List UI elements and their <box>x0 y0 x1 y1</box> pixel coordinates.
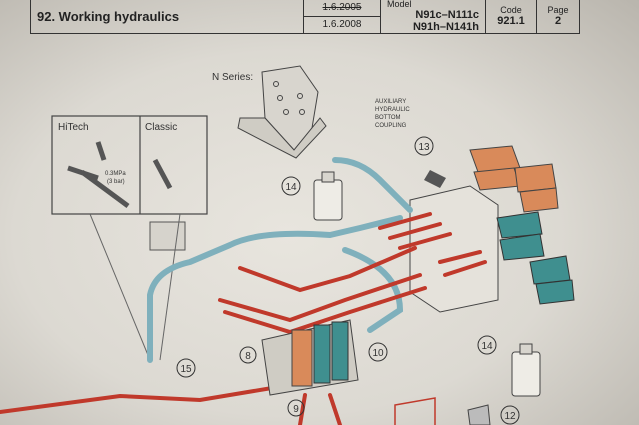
orange-coupler <box>519 187 559 213</box>
bracket-illustration <box>237 65 327 159</box>
callout-12: 12 <box>500 405 520 425</box>
hitech-label: HiTech <box>58 122 89 133</box>
section-title: 92. Working hydraulics <box>30 0 304 34</box>
series-label: N Series: <box>212 72 253 83</box>
coupler-block <box>409 145 575 313</box>
svg-text:14: 14 <box>481 341 493 352</box>
teal-coupler <box>535 279 575 305</box>
classic-label: Classic <box>145 122 177 133</box>
svg-text:13: 13 <box>418 142 430 153</box>
pressure-bar: (3 bar) <box>107 179 125 185</box>
teal-coupler <box>499 233 545 261</box>
callout-13: 13 <box>414 136 434 156</box>
page-label: Page <box>547 5 569 15</box>
aux-note-1: AUXILIARY <box>375 99 406 105</box>
fitting <box>467 404 491 425</box>
callout-8: 8 <box>239 346 257 364</box>
callout-15: 15 <box>176 358 196 378</box>
date-new: 1.6.2008 <box>303 15 381 34</box>
hoses <box>0 157 487 425</box>
svg-text:10: 10 <box>372 348 384 359</box>
svg-text:12: 12 <box>504 411 516 422</box>
svg-text:8: 8 <box>245 351 251 362</box>
frame-outline <box>394 397 436 425</box>
teal-coupler <box>496 211 543 239</box>
model-label: Model <box>387 0 412 9</box>
model-cell: Model N91c–N111c N91h–N141h <box>380 0 486 34</box>
valve-block <box>261 319 359 396</box>
model-line2: N91h–N141h <box>412 21 479 33</box>
bottle <box>313 171 343 221</box>
aux-note-2: HYDRAULIC <box>375 107 410 113</box>
aux-note-3: BOTTOM <box>375 115 401 121</box>
svg-text:14: 14 <box>285 182 297 193</box>
code-label: Code <box>500 5 522 15</box>
inset-box: HiTech Classic 0.3MPa (3 bar) <box>51 115 208 361</box>
sensor <box>424 170 446 188</box>
svg-text:9: 9 <box>293 404 299 415</box>
pressure-label: 0.3MPa <box>105 171 126 177</box>
page-cell: Page 2 <box>536 0 580 34</box>
callout-9: 9 <box>287 399 305 417</box>
code-value: 921.1 <box>497 15 525 27</box>
teal-coupler <box>529 255 571 285</box>
callout-10: 10 <box>368 342 388 362</box>
callout-14-b: 14 <box>477 335 497 355</box>
orange-coupler <box>514 163 557 193</box>
page-value: 2 <box>554 15 562 27</box>
header-table: 92. Working hydraulics 1.6.2005 Model N9… <box>30 0 580 34</box>
model-line1: N91c–N111c <box>415 9 479 21</box>
aux-note-4: COUPLING <box>375 123 407 129</box>
page-header: 92. Working hydraulics 1.6.2005 Model N9… <box>0 0 639 40</box>
callout-14-a: 14 <box>281 176 301 196</box>
svg-text:15: 15 <box>180 364 192 375</box>
bottle <box>511 343 541 397</box>
orange-coupler <box>473 167 521 191</box>
